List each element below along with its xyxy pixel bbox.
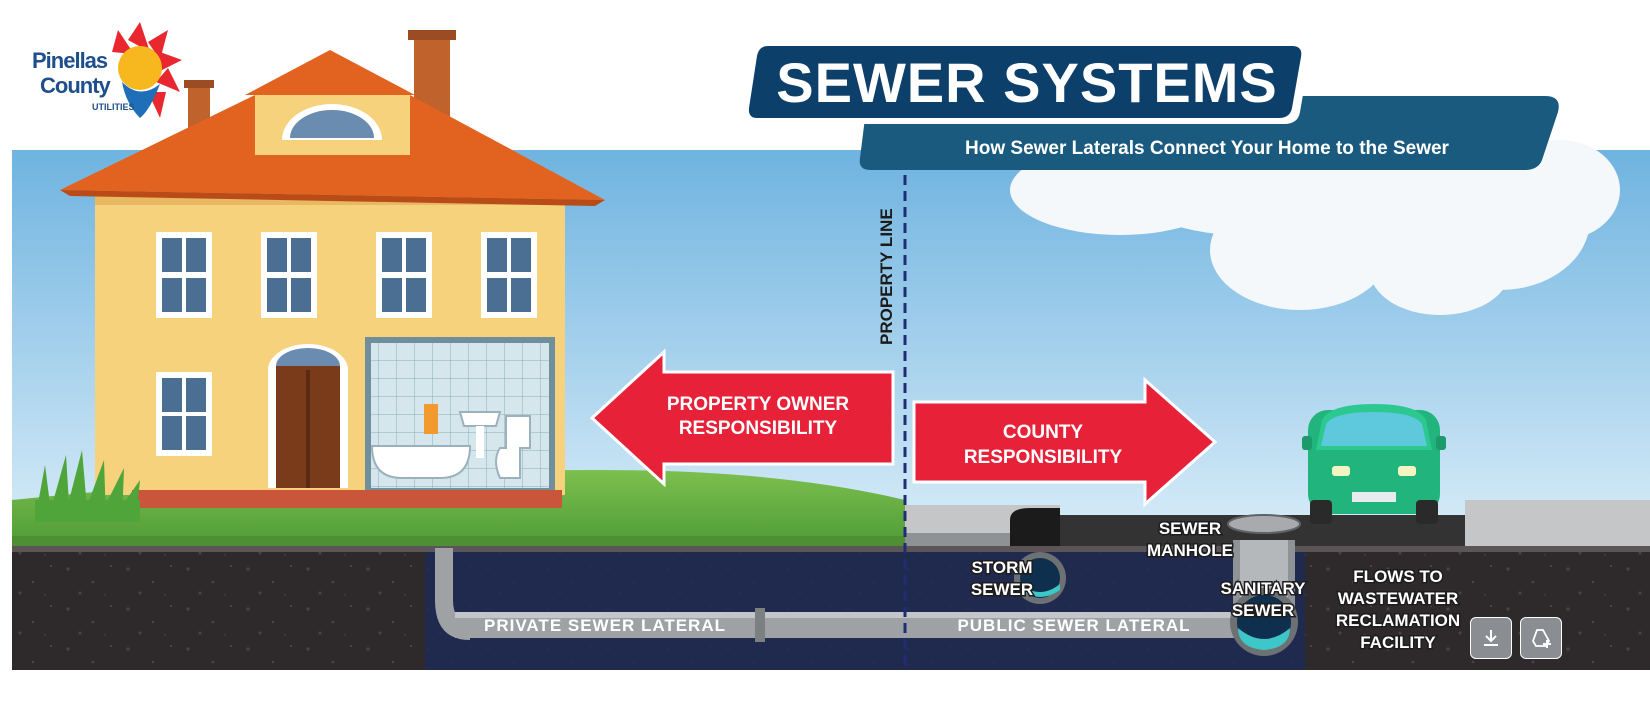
sanitary-sewer-label-1: SANITARY [1221,579,1307,598]
manhole-label-1: SEWER [1159,519,1221,538]
storm-sewer-tank [1014,552,1066,604]
house [60,30,605,508]
sanitary-sewer-label-2: SEWER [1232,601,1294,620]
owner-responsibility-arrow [589,348,895,488]
grass-strip [12,536,905,548]
flows-label-3: RECLAMATION [1336,611,1460,630]
car [1302,404,1446,524]
pinellas-county-utilities-logo: Pinellas County UTILITIES [32,22,182,118]
front-door [268,344,348,488]
county-arrow-line1: COUNTY [1003,422,1084,443]
flows-label-2: WASTEWATER [1338,589,1459,608]
foundation [132,490,562,508]
save-to-drive-button[interactable] [1520,617,1562,659]
svg-text:UTILITIES: UTILITIES [92,102,135,112]
owner-arrow-line1: PROPERTY OWNER [667,394,850,415]
manhole-label-2: MANHOLE [1147,541,1233,560]
bathtub [370,445,472,479]
county-responsibility-arrow [912,376,1218,508]
county-arrow-line2: RESPONSIBILITY [964,447,1123,468]
svg-text:County: County [40,73,112,98]
sanitary-sewer-tank [1230,588,1298,656]
manhole-cover [1227,514,1301,534]
title: SEWER SYSTEMS [776,51,1278,114]
private-sewer-lateral-pipe [435,548,910,642]
curb-right [1465,500,1650,548]
bathroom-cutaway [365,337,555,494]
storm-sewer-label-1: STORM [971,558,1032,577]
sun-icon [112,22,182,118]
storm-drain-inlet [1010,508,1060,550]
svg-text:Pinellas: Pinellas [32,48,108,73]
trench [425,552,1305,670]
sink [458,411,502,427]
drive-add-icon [1532,629,1551,648]
private-sewer-lateral-label: PRIVATE SEWER LATERAL [484,616,726,635]
flows-label-4: FACILITY [1360,633,1436,652]
storm-sewer-label-2: SEWER [971,580,1033,599]
flows-label-1: FLOWS TO [1353,567,1442,586]
dormer [245,50,415,155]
public-sewer-lateral-label: PUBLIC SEWER LATERAL [957,616,1190,635]
download-button[interactable] [1470,617,1512,659]
owner-arrow-line2: RESPONSIBILITY [679,418,838,439]
property-line-label: PROPERTY LINE [877,208,896,345]
public-sewer-lateral-pipe [910,612,1240,638]
soil-top-line [12,546,1650,552]
toilet [495,415,531,479]
subtitle: How Sewer Laterals Connect Your Home to … [965,138,1450,159]
download-icon [1484,630,1498,646]
grass-tuft [35,450,140,522]
